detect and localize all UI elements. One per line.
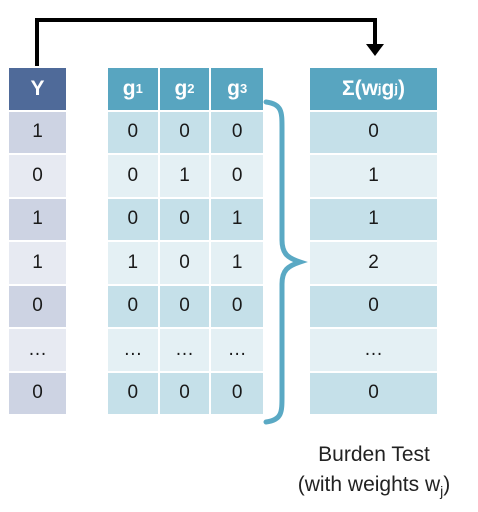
phenotype-row: 0 bbox=[9, 285, 66, 329]
burden-sum-value: … bbox=[364, 338, 383, 360]
phenotype-rows: 1 0 1 1 0 … 0 bbox=[9, 111, 66, 416]
phenotype-header-row: Y bbox=[9, 68, 66, 112]
phenotype-value: 0 bbox=[32, 382, 43, 404]
genotype-cell: 1 bbox=[108, 242, 160, 284]
genotype-cell: 0 bbox=[231, 164, 243, 186]
burden-sum-value: 0 bbox=[368, 121, 379, 143]
genotype-row: 0 0 0 bbox=[108, 111, 263, 155]
genotype-cell: 1 bbox=[231, 251, 243, 273]
genotype-cell: 0 bbox=[108, 285, 160, 327]
genotype-header-base: g bbox=[122, 76, 136, 100]
sum-header-mid: g bbox=[381, 76, 395, 100]
phenotype-column: Y 1 0 1 1 0 … 0 bbox=[9, 68, 66, 416]
burden-sum-value: 2 bbox=[368, 251, 379, 273]
genotype-cell: 1 bbox=[160, 155, 212, 197]
caption-subtitle-text: (with weights w bbox=[297, 473, 441, 496]
genotype-cell: 0 bbox=[108, 155, 160, 197]
genotype-row: 0 0 1 bbox=[108, 198, 263, 242]
genotype-row: 1 0 1 bbox=[108, 242, 263, 286]
genotype-cell: 0 bbox=[231, 121, 243, 143]
phenotype-row: 0 bbox=[9, 155, 66, 199]
phenotype-header: Y bbox=[30, 76, 45, 100]
sum-header-pre: Σ(w bbox=[341, 76, 378, 100]
burden-sum-row: 2 bbox=[310, 242, 437, 286]
curly-brace-icon bbox=[263, 99, 308, 425]
phenotype-row: 1 bbox=[9, 111, 66, 155]
genotype-cell: 0 bbox=[160, 242, 212, 284]
burden-sum-rows: 0 1 1 2 0 … 0 bbox=[310, 111, 437, 416]
caption-title: Burden Test bbox=[318, 443, 430, 466]
caption-subtitle: (with weights wj) bbox=[270, 470, 478, 500]
burden-sum-value: 0 bbox=[368, 295, 379, 317]
phenotype-value: … bbox=[28, 338, 47, 360]
genotype-cell: … bbox=[160, 329, 212, 371]
burden-sum-row: 1 bbox=[310, 198, 437, 242]
burden-sum-value: 1 bbox=[368, 208, 379, 230]
genotype-rows: 0 0 0 0 1 0 0 0 1 1 0 1 0 0 0 … … … bbox=[108, 111, 263, 416]
phenotype-value: 0 bbox=[32, 164, 43, 186]
burden-sum-row: 0 bbox=[310, 285, 437, 329]
phenotype-value: 1 bbox=[32, 208, 43, 230]
burden-test-caption: Burden Test (with weights wj) bbox=[270, 440, 478, 500]
genotype-header-base: g bbox=[227, 76, 240, 100]
phenotype-row: … bbox=[9, 329, 66, 373]
genotype-row: 0 0 0 bbox=[108, 372, 263, 416]
burden-sum-row: 0 bbox=[310, 111, 437, 155]
genotype-cell: 0 bbox=[160, 198, 212, 240]
phenotype-value: 0 bbox=[32, 295, 43, 317]
phenotype-value: 1 bbox=[32, 251, 43, 273]
burden-sum-value: 0 bbox=[368, 382, 379, 404]
genotype-cell: 0 bbox=[108, 198, 160, 240]
genotype-cell: 0 bbox=[231, 382, 243, 404]
genotype-row: 0 0 0 bbox=[108, 285, 263, 329]
burden-sum-row: … bbox=[310, 329, 437, 373]
genotype-cell: 0 bbox=[160, 372, 212, 414]
genotype-header-base: g bbox=[174, 76, 188, 100]
burden-sum-row: 1 bbox=[310, 155, 437, 199]
genotype-cell: 0 bbox=[108, 372, 160, 414]
phenotype-row: 0 bbox=[9, 372, 66, 416]
genotype-cell: … bbox=[108, 329, 160, 371]
burden-sum-value: 1 bbox=[368, 164, 379, 186]
sum-header-post: ) bbox=[398, 76, 405, 100]
phenotype-row: 1 bbox=[9, 198, 66, 242]
genotype-cell: 0 bbox=[231, 295, 243, 317]
genotype-row: 0 1 0 bbox=[108, 155, 263, 199]
caption-subtitle-close: ) bbox=[443, 473, 451, 496]
genotype-cell: 0 bbox=[160, 111, 212, 153]
caption-subtitle-sub: j bbox=[440, 483, 444, 499]
genotype-cell: 1 bbox=[231, 208, 243, 230]
arrow-head-icon bbox=[366, 44, 384, 56]
phenotype-value: 1 bbox=[32, 121, 43, 143]
phenotype-row: 1 bbox=[9, 242, 66, 286]
genotype-cell: 0 bbox=[160, 285, 212, 327]
genotype-cell: … bbox=[227, 338, 247, 360]
burden-sum-row: 0 bbox=[310, 372, 437, 416]
arrow-line bbox=[35, 18, 377, 66]
genotype-row: … … … bbox=[108, 329, 263, 373]
genotype-cell: 0 bbox=[108, 111, 160, 153]
